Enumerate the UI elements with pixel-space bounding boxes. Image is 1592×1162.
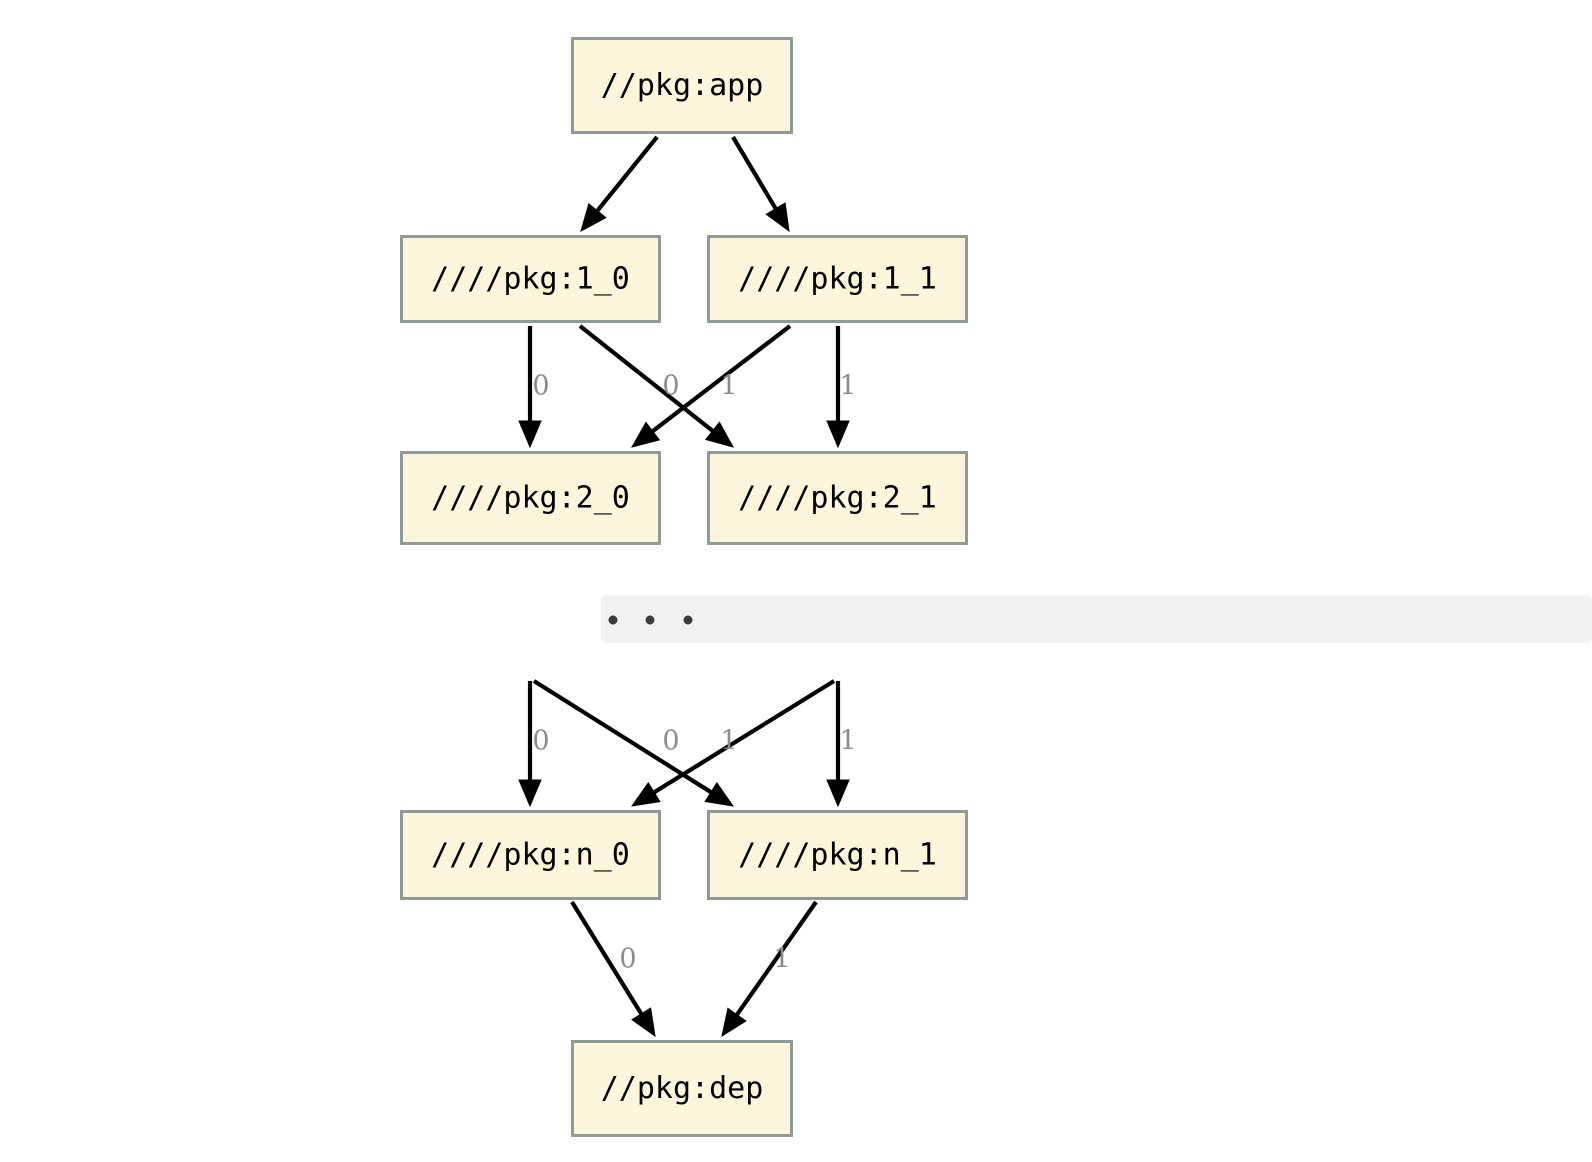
node-n2_1[interactable]: ////pkg:2_1 <box>707 451 968 545</box>
edge-e-1_0-2_0: 0 <box>518 326 550 449</box>
node-box[interactable] <box>571 1040 793 1137</box>
node-n1_1[interactable]: ////pkg:1_1 <box>707 235 968 323</box>
node-label: //pkg:dep <box>601 1071 764 1106</box>
edge-line <box>578 324 718 436</box>
arrow-head-icon <box>518 779 542 808</box>
edges-layer: 0 0 1 1 0 0 1 1 0 1 <box>518 135 857 1038</box>
edge-e-n_1-dep: 1 <box>721 900 818 1038</box>
node-label: ////pkg:2_0 <box>431 481 630 516</box>
edge-e-top2-n_0: 1 <box>630 679 836 807</box>
edge-label: 1 <box>839 726 856 757</box>
edge-label: 1 <box>720 371 737 402</box>
node-label: ////pkg:1_1 <box>738 262 937 297</box>
node-label: ////pkg:n_0 <box>431 838 630 873</box>
node-box[interactable] <box>707 235 968 323</box>
edge-line <box>570 900 646 1019</box>
edge-e-1_1-2_0: 1 <box>630 324 792 448</box>
edge-label: 0 <box>662 726 679 757</box>
node-box[interactable] <box>707 451 968 545</box>
edge-e-top-n_0: 0 <box>518 681 550 808</box>
edge-label: 0 <box>532 726 549 757</box>
arrow-head-icon <box>704 781 735 807</box>
edge-label: 0 <box>619 944 636 975</box>
arrow-head-icon <box>765 202 790 233</box>
edge-line <box>532 679 717 797</box>
node-n2_0[interactable]: ////pkg:2_0 <box>400 451 661 545</box>
node-box[interactable] <box>707 810 968 900</box>
edge-label: 1 <box>839 371 856 402</box>
arrow-head-icon <box>826 779 850 808</box>
arrow-head-icon <box>704 421 735 448</box>
node-box[interactable] <box>571 37 793 134</box>
node-box[interactable] <box>400 810 661 900</box>
node-label: //pkg:app <box>601 68 764 103</box>
arrow-head-icon <box>580 203 607 232</box>
node-label: ////pkg:n_1 <box>738 838 937 873</box>
node-dep[interactable]: //pkg:dep <box>571 1040 793 1137</box>
edge-line <box>647 324 792 436</box>
edge-label: 0 <box>532 371 549 402</box>
node-label: ////pkg:2_1 <box>738 481 937 516</box>
edge-e-n_0-dep: 0 <box>570 900 656 1038</box>
ellipsis-dot-2 <box>683 615 693 625</box>
edge-e-app-1_0 <box>580 135 659 232</box>
ellipsis-dot-1 <box>645 615 655 625</box>
node-n1_0[interactable]: ////pkg:1_0 <box>400 235 661 323</box>
node-box[interactable] <box>400 235 661 323</box>
node-app[interactable]: //pkg:app <box>571 37 793 134</box>
node-nn_1[interactable]: ////pkg:n_1 <box>707 810 968 900</box>
ellipsis-dot-0 <box>608 615 618 625</box>
edge-label: 0 <box>662 371 679 402</box>
edge-e-1_0-2_1: 0 <box>578 324 735 448</box>
arrow-head-icon <box>721 1007 747 1038</box>
edge-e-top2-n_1: 1 <box>826 681 857 808</box>
arrow-head-icon <box>631 1007 656 1038</box>
nodes-layer: //pkg:app ////pkg:1_0 ////pkg:1_1 ////pkg:2… <box>400 37 968 1137</box>
edge-line <box>592 135 659 216</box>
edge-line <box>731 135 780 214</box>
edge-label: 1 <box>720 726 737 757</box>
edge-label: 1 <box>773 944 790 975</box>
edge-e-1_1-2_1: 1 <box>826 326 857 449</box>
ellipsis-separator <box>601 595 1592 643</box>
arrow-head-icon <box>630 782 661 807</box>
arrow-head-icon <box>518 420 542 449</box>
edge-e-app-1_1 <box>731 135 790 233</box>
ellipsis-band <box>601 595 1592 643</box>
edge-line <box>732 900 818 1020</box>
arrow-head-icon <box>826 420 850 449</box>
node-nn_0[interactable]: ////pkg:n_0 <box>400 810 661 900</box>
edge-line <box>649 679 836 797</box>
node-box[interactable] <box>400 451 661 545</box>
edge-e-top-n_1: 0 <box>532 679 735 807</box>
node-label: ////pkg:1_0 <box>431 262 630 297</box>
arrow-head-icon <box>630 421 661 448</box>
